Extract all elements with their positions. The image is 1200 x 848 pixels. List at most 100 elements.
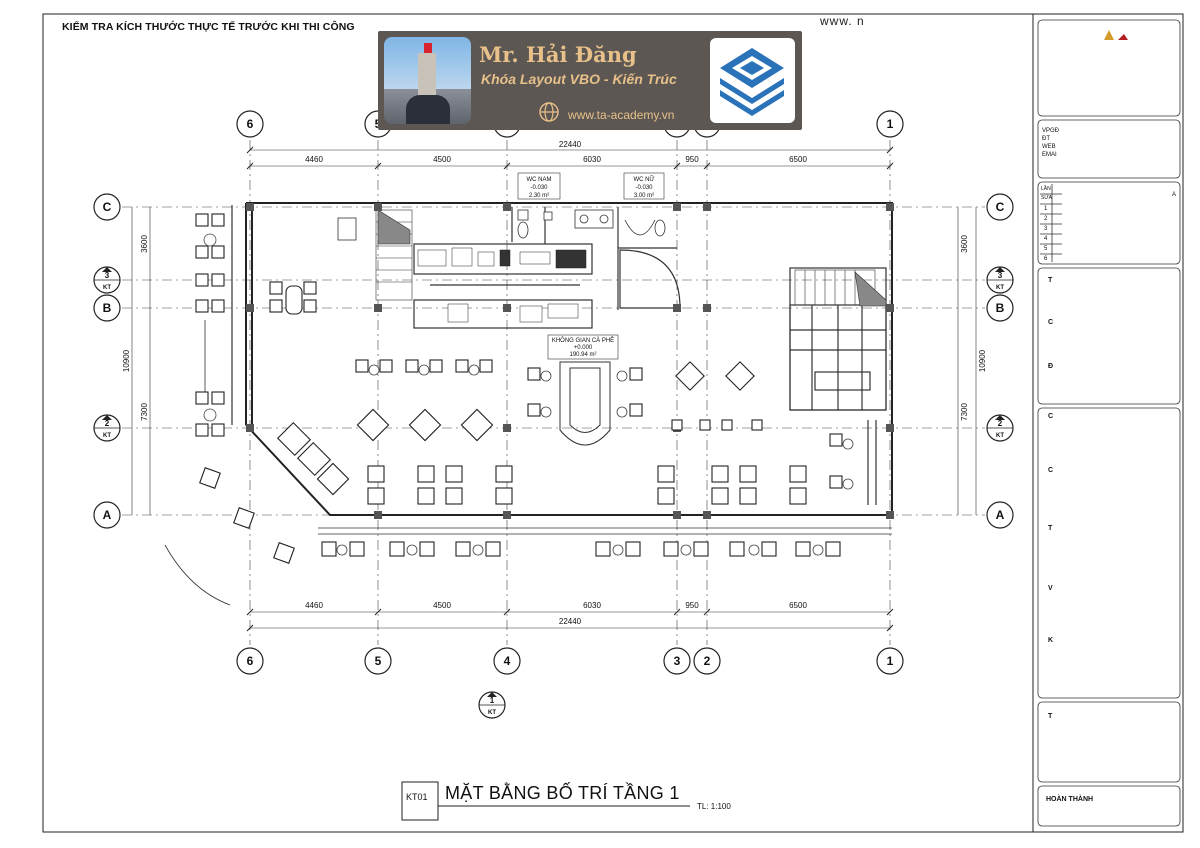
grid-col-5-bottom: 5 (375, 654, 382, 668)
tb-field-4: C (1048, 413, 1053, 420)
tb-rev-col: A (1172, 192, 1176, 198)
center-island (559, 361, 611, 446)
room-cafe-area: 190.94 m² (569, 352, 596, 358)
furniture (195, 213, 843, 564)
title-block (1037, 19, 1181, 827)
structural-columns (246, 203, 894, 519)
tb-rev-2: 2 (1044, 216, 1048, 222)
section-bubble-labels: 3 KT 2 KT 3 KT 2 KT 1 KT (103, 271, 1004, 716)
section-dividers (94, 279, 1013, 706)
section-mark-number: 1 (490, 696, 495, 705)
dim-right-3: 7300 (960, 403, 969, 421)
grid-lines (122, 140, 985, 645)
plan-title: MẶT BẰNG BỐ TRÍ TẦNG 1 (445, 783, 680, 803)
terrace-rail (204, 320, 892, 535)
tb-address-1: VPGĐ (1042, 128, 1060, 134)
bubble-arrows (102, 267, 1005, 697)
dim-top-2: 4500 (433, 155, 451, 164)
tb-rev-6: 6 (1044, 256, 1048, 262)
grid-row-c-left: C (103, 200, 112, 214)
grid-bubble-labels: 6 5 4 3 2 1 6 5 4 3 2 1 C B A C B A (103, 117, 1005, 668)
academy-logo (710, 38, 795, 123)
sheet-website: www. n (820, 14, 865, 28)
tb-field-2: C (1048, 319, 1053, 326)
room-labels: WC NAM -0.030 2.30 m² WC NỮ -0.030 3.00 … (517, 172, 665, 360)
watermark-banner: Mr. Hải Đăng Khóa Layout VBO - Kiến Trúc… (378, 31, 802, 130)
grid-col-2-bottom: 2 (704, 654, 711, 668)
room-wc-nam-level: -0.030 (530, 185, 548, 191)
dim-top-3: 6030 (583, 155, 601, 164)
grid-col-6-top: 6 (247, 117, 254, 131)
banner-website: www.ta-academy.vn (568, 108, 675, 122)
grid-row-2-right-tag: KT (996, 433, 1004, 439)
grid-row-a-right: A (996, 508, 1005, 522)
grid-col-1-top: 1 (887, 117, 894, 131)
room-cafe-level: +0.000 (574, 345, 593, 351)
grid-col-3-bottom: 3 (674, 654, 681, 668)
dim-top-overall: 22440 (559, 140, 582, 149)
grid-row-a-left: A (103, 508, 112, 522)
grid-col-4-bottom: 4 (504, 654, 511, 668)
dim-right-1: 3600 (960, 235, 969, 253)
bar-counter (417, 247, 587, 323)
dim-left-1: 3600 (140, 235, 149, 253)
grid-row-3-left: 3 (105, 271, 110, 280)
grid-row-3-right: 3 (998, 271, 1003, 280)
interior-partitions (231, 205, 887, 505)
dimension-ticks (246, 146, 894, 632)
globe-icon (539, 102, 559, 122)
grid-row-3-left-tag: KT (103, 285, 111, 291)
title-block-text: VPGĐ ĐT WEB EMAI LẦN SỬA A 1 2 3 4 5 6 T… (1041, 128, 1176, 803)
grid-col-1-bottom: 1 (887, 654, 894, 668)
tb-rev-header-1: LẦN (1041, 185, 1051, 192)
tb-field-9: T (1048, 713, 1053, 720)
stairs (375, 209, 887, 307)
tb-bottom-label: HOÀN THÀNH (1046, 794, 1093, 803)
outdoor-curve (164, 544, 231, 606)
dim-left-2: 10900 (122, 349, 131, 372)
room-wc-nu-level: -0.030 (635, 185, 653, 191)
dim-bottom-3: 6030 (583, 601, 601, 610)
grid-row-b-left: B (103, 301, 112, 315)
room-wc-nu-area: 3.00 m² (634, 193, 654, 199)
section-mark-tag: KT (488, 710, 496, 716)
tb-rev-header-2: SỬA (1041, 194, 1053, 201)
grid-row-3-right-tag: KT (996, 285, 1004, 291)
round-stools (203, 233, 854, 556)
dim-right-2: 10900 (978, 349, 987, 372)
plan-scale: TL: 1:100 (697, 802, 731, 811)
tb-field-7: V (1048, 585, 1053, 592)
dim-bottom-2: 4500 (433, 601, 451, 610)
grid-row-2-left-tag: KT (103, 433, 111, 439)
tb-rev-5: 5 (1044, 246, 1048, 252)
dim-bottom-1: 4460 (305, 601, 323, 610)
dimension-labels: 4460 4500 6030 950 6500 22440 4460 4500 … (122, 140, 987, 626)
dim-bottom-overall: 22440 (559, 617, 582, 626)
banner-course: Khóa Layout VBO - Kiến Trúc (481, 71, 677, 87)
plan-code: KT01 (406, 792, 428, 802)
grid-row-2-right: 2 (998, 419, 1003, 428)
tb-field-6: T (1048, 525, 1053, 532)
grid-row-c-right: C (996, 200, 1005, 214)
tb-field-5: C (1048, 467, 1053, 474)
grid-col-6-bottom: 6 (247, 654, 254, 668)
dim-bottom-5: 6500 (789, 601, 807, 610)
tb-rev-1: 1 (1044, 206, 1048, 212)
tb-rev-4: 4 (1044, 236, 1048, 242)
tb-field-1: T (1048, 277, 1053, 284)
grid-row-b-right: B (996, 301, 1005, 315)
plan-title-frame (401, 781, 690, 821)
dim-top-4: 950 (685, 155, 699, 164)
dim-top-5: 6500 (789, 155, 807, 164)
room-cafe-name: KHÔNG GIAN CÀ PHÊ (552, 336, 614, 344)
grid-row-2-left: 2 (105, 419, 110, 428)
tb-field-3: Đ (1048, 363, 1053, 370)
dim-left-3: 7300 (140, 403, 149, 421)
dim-bottom-4: 950 (685, 601, 699, 610)
room-wc-nam-area: 2.30 m² (529, 193, 549, 199)
tb-field-8: K (1048, 637, 1053, 644)
tb-address-4: EMAI (1042, 152, 1057, 158)
tb-address-3: WEB (1042, 144, 1056, 150)
wc-fixtures (337, 209, 666, 241)
